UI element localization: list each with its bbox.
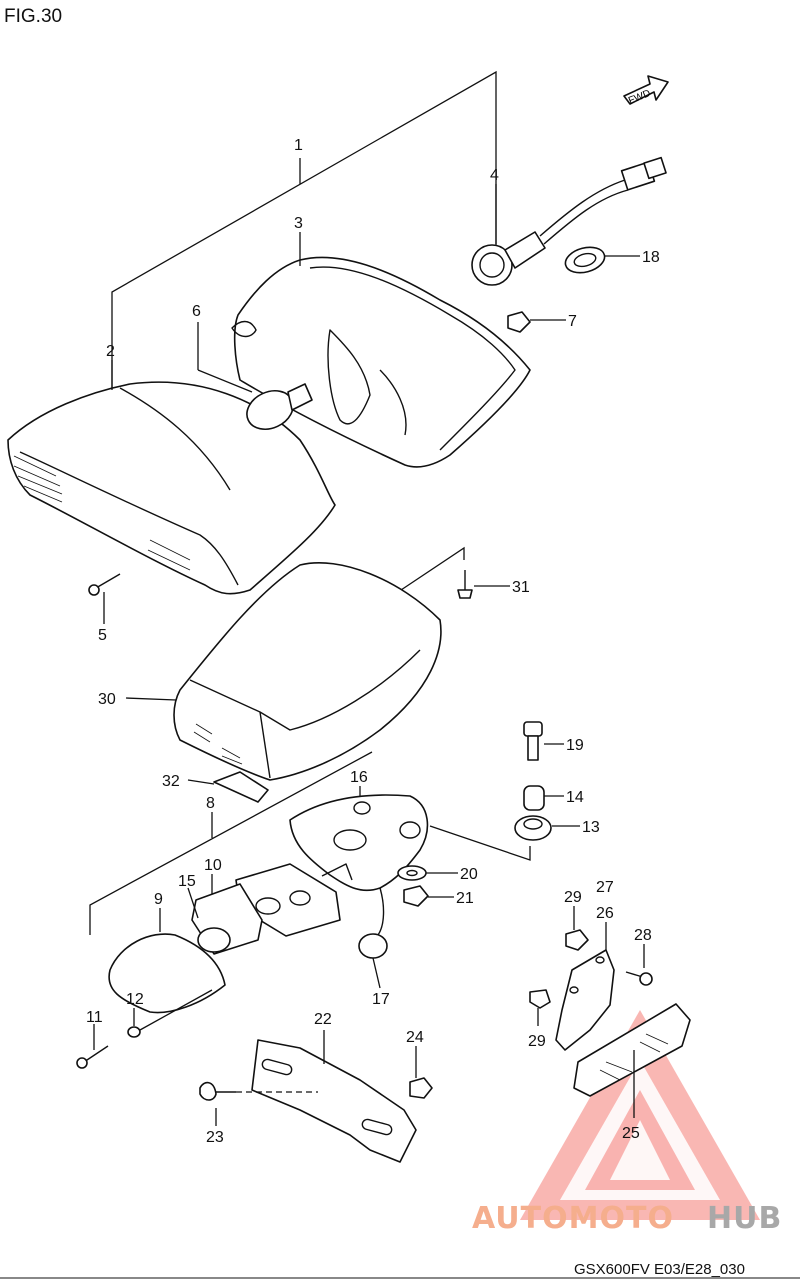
part-collar-14 — [523, 785, 545, 811]
callout-17: 17 — [372, 991, 390, 1008]
watermark-text-part1: AUTOMOTO — [472, 1201, 674, 1236]
callout-5: 5 — [98, 627, 107, 644]
callout-2: 2 — [106, 343, 115, 360]
callout-labels: 1 2 3 4 5 6 7 8 9 10 11 12 13 14 15 16 1… — [86, 137, 660, 1146]
callout-19: 19 — [566, 737, 584, 754]
part-grommet-13 — [514, 815, 552, 841]
part-nut-29b — [529, 989, 551, 1009]
part-plate-bracket-22 — [251, 1039, 417, 1163]
callout-6: 6 — [192, 303, 201, 320]
part-cushion-17 — [358, 933, 388, 959]
part-nut-24 — [409, 1077, 433, 1099]
callout-31: 31 — [512, 579, 530, 596]
part-nut-7 — [507, 311, 531, 333]
bracket-lines — [89, 70, 531, 935]
callout-8: 8 — [206, 795, 215, 812]
part-bolt-23 — [199, 1081, 318, 1101]
forward-label: FWD — [627, 88, 652, 107]
callout-29a: 29 — [564, 889, 582, 906]
callout-26: 26 — [596, 905, 614, 922]
part-socket-harness — [471, 156, 667, 286]
callout-24: 24 — [406, 1029, 424, 1046]
part-screw-11 — [76, 1045, 109, 1069]
part-grommet-18 — [564, 246, 606, 274]
watermark-text-part2: HUB — [707, 1201, 782, 1236]
callout-7: 7 — [568, 313, 577, 330]
watermark-logo: AUTOMOTO HUB — [472, 1010, 782, 1236]
part-nut-29a — [565, 929, 589, 951]
part-nut-21 — [403, 885, 429, 907]
callout-12: 12 — [126, 991, 144, 1008]
part-lens — [7, 381, 336, 595]
callout-13: 13 — [582, 819, 600, 836]
part-washer-20 — [397, 865, 427, 881]
callout-28: 28 — [634, 927, 652, 944]
callout-27: 27 — [596, 879, 614, 896]
callout-23: 23 — [206, 1129, 224, 1146]
part-pad-32 — [213, 771, 269, 803]
part-washer-12 — [127, 989, 213, 1038]
part-screw-5 — [88, 573, 121, 596]
callout-16: 16 — [350, 769, 368, 786]
part-screw-28 — [625, 971, 653, 986]
callout-4: 4 — [490, 167, 499, 184]
callout-1: 1 — [294, 137, 303, 154]
part-bracket-16 — [289, 794, 429, 936]
callout-9: 9 — [154, 891, 163, 908]
callout-22: 22 — [314, 1011, 332, 1028]
callout-18: 18 — [642, 249, 660, 266]
callout-3: 3 — [294, 215, 303, 232]
model-code: GSX600FV E03/E28_030 — [574, 1261, 745, 1278]
part-housing — [231, 256, 531, 468]
callout-15: 15 — [178, 873, 196, 890]
forward-arrow-icon: FWD — [623, 75, 669, 107]
part-reflector-bracket-26 — [555, 949, 615, 1051]
callout-29b: 29 — [528, 1033, 546, 1050]
callout-11: 11 — [86, 1009, 103, 1026]
callout-32: 32 — [162, 773, 180, 790]
callout-21: 21 — [456, 890, 474, 907]
leader-lines — [93, 184, 645, 1126]
part-reflector-25 — [573, 1003, 691, 1097]
part-bolt-19 — [523, 721, 543, 761]
callout-30: 30 — [98, 691, 116, 708]
part-bolt-31 — [457, 570, 473, 599]
part-license-lamp-assy — [108, 863, 353, 1014]
part-bulb — [246, 383, 313, 431]
callout-25: 25 — [622, 1125, 640, 1142]
callout-20: 20 — [460, 866, 478, 883]
part-cover-30 — [173, 561, 442, 781]
callout-14: 14 — [566, 789, 584, 806]
callout-10: 10 — [204, 857, 222, 874]
figure-label: FIG.30 — [4, 6, 62, 27]
